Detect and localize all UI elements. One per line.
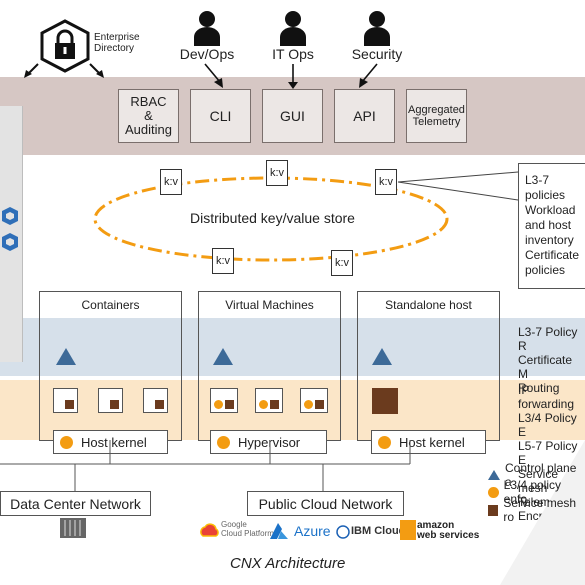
hypervisor-box: Hypervisor (210, 430, 327, 454)
aws-icon (400, 520, 416, 540)
policy-dot-icon (217, 435, 230, 449)
policy-dot-icon (259, 400, 268, 409)
brown-square-icon (488, 504, 499, 516)
legend-service-mesh: Service mesh ro (488, 496, 585, 524)
public-cloud-network: Public Cloud Network (247, 491, 404, 516)
kv-node: k:v (266, 160, 288, 186)
ibm-cloud-icon (336, 525, 350, 539)
ibm-cloud-label: IBM Cloud (351, 525, 406, 537)
vm-workload (300, 388, 328, 413)
policy-callout: L3-7 policies Workload and host inventor… (518, 163, 585, 289)
column-title: Containers (81, 298, 140, 312)
lock-icon (40, 19, 90, 73)
user-icon (280, 11, 306, 46)
host-kernel-box: Host kernel (371, 430, 486, 454)
containers-column: Containers (39, 291, 182, 441)
kv-node: k:v (160, 169, 182, 195)
control-plane-functions: L3-7 Policy R Certificate M Routing (518, 325, 578, 395)
persona-security: Security (351, 46, 403, 62)
user-icon (364, 11, 390, 46)
container-workload (98, 388, 123, 413)
aws-label: amazon web services (417, 520, 480, 541)
mesh-square-icon (270, 400, 279, 409)
gui-box: GUI (262, 89, 323, 143)
control-plane-triangle-icon (372, 348, 392, 365)
legend-label: Control plane a (505, 461, 577, 489)
legend-background (500, 440, 585, 585)
kernel-label: Host kernel (81, 434, 147, 450)
azure-icon (270, 523, 288, 539)
legend-control-plane: Control plane a (488, 461, 585, 489)
policy-dot-icon (304, 400, 313, 409)
api-box: API (334, 89, 395, 143)
policy-dot-icon (60, 435, 73, 449)
kv-node: k:v (212, 248, 234, 274)
azure-label: Azure (294, 523, 331, 539)
kv-store-label: Distributed key/value store (190, 210, 355, 226)
vm-workload (210, 388, 238, 413)
mesh-square-icon (225, 400, 234, 409)
server-icon (60, 518, 86, 538)
orange-dot-icon (488, 486, 499, 498)
container-workload (143, 388, 168, 413)
kubernetes-logo-icon (2, 207, 18, 251)
vm-workload (255, 388, 283, 413)
legend-label: Service mesh ro (503, 496, 577, 524)
control-plane-band (0, 318, 585, 376)
mesh-square-icon (65, 400, 74, 409)
column-title: Standalone host (385, 298, 472, 312)
mesh-square-icon (315, 400, 324, 409)
rbac-box: RBAC & Auditing (118, 89, 179, 143)
directory-arrows (24, 63, 104, 78)
persona-devops: Dev/Ops (179, 46, 235, 62)
mesh-square-icon (155, 400, 164, 409)
google-cloud-label: Google Cloud Platform (221, 520, 274, 538)
policy-dot-icon (214, 400, 223, 409)
legend-label: L3/4 policy enfo (503, 478, 562, 506)
mesh-square-icon (110, 400, 119, 409)
kv-node: k:v (375, 169, 397, 195)
user-icon (194, 11, 220, 46)
column-title: Virtual Machines (225, 298, 314, 312)
standalone-column: Standalone host (357, 291, 500, 441)
triangle-icon (488, 470, 500, 480)
cli-box: CLI (190, 89, 251, 143)
kernel-label: Hypervisor (238, 434, 301, 450)
diagram-caption: CNX Architecture (230, 555, 346, 572)
vm-column: Virtual Machines (198, 291, 341, 441)
callout-pointer (397, 171, 519, 201)
network-connectors (0, 440, 411, 492)
control-plane-triangle-icon (213, 348, 233, 365)
container-workload (53, 388, 78, 413)
persona-arrows (204, 63, 378, 89)
persona-itops: IT Ops (272, 46, 314, 62)
datacenter-network: Data Center Network (0, 491, 151, 516)
telemetry-box: Aggregated Telemetry (406, 89, 467, 143)
legend-l34-policy: L3/4 policy enfo (488, 478, 585, 506)
policy-dot-icon (378, 435, 391, 449)
kernel-label: Host kernel (399, 434, 465, 450)
control-plane-triangle-icon (56, 348, 76, 365)
standalone-mesh-block (372, 388, 398, 414)
google-cloud-icon (200, 523, 219, 537)
kv-node: k:v (331, 250, 353, 276)
enterprise-directory-label: Enterprise Directory (94, 32, 140, 54)
